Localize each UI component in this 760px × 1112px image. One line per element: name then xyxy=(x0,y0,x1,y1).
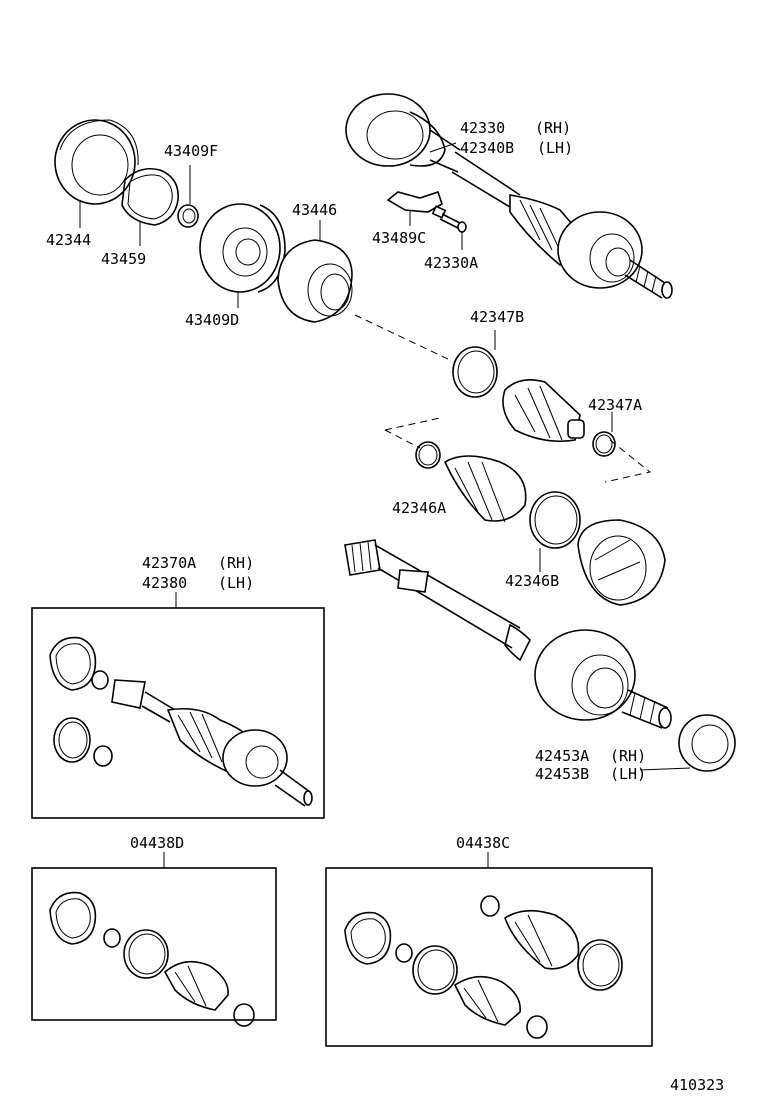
label-42380: 42380 xyxy=(142,574,187,592)
part-42346b-clamp xyxy=(529,491,581,572)
part-42347b-clamp xyxy=(452,330,498,398)
label-04438c: 04438C xyxy=(456,834,510,852)
part-42330a-bolt xyxy=(431,205,467,250)
part-43459-gasket xyxy=(121,167,179,246)
part-42453-seal xyxy=(639,714,736,772)
box-04438c xyxy=(325,852,653,1047)
part-43409f-snap-ring xyxy=(177,165,199,228)
part-42346a-clamp xyxy=(415,441,441,469)
label-42453b: 42453B xyxy=(535,765,589,783)
inner-boot xyxy=(443,455,527,523)
label-43489c: 43489C xyxy=(372,229,426,247)
label-04438d: 04438D xyxy=(130,834,184,852)
main-shaft-assembly xyxy=(344,539,672,729)
drive-shaft-assembly-top xyxy=(345,93,673,299)
label-42330a: 42330A xyxy=(424,254,478,272)
part-43409d-flange xyxy=(199,203,286,308)
outer-boot-lower xyxy=(577,519,666,606)
label-43409f: 43409F xyxy=(164,142,218,160)
box-04438d xyxy=(31,852,277,1027)
label-42330-side: (RH) xyxy=(535,119,571,137)
part-42344-cover xyxy=(54,119,139,228)
label-42346a: 42346A xyxy=(392,499,446,517)
label-42330: 42330 xyxy=(460,119,505,137)
label-43446: 43446 xyxy=(292,201,337,219)
label-42453a: 42453A xyxy=(535,747,589,765)
label-43409d: 43409D xyxy=(185,311,239,329)
label-42453a-side: (RH) xyxy=(610,747,646,765)
label-42370a-side: (RH) xyxy=(218,554,254,572)
label-42347a: 42347A xyxy=(588,396,642,414)
alignment-line-upper xyxy=(354,314,451,361)
label-42453b-side: (LH) xyxy=(610,765,646,783)
alignment-frame xyxy=(384,417,652,483)
label-43459: 43459 xyxy=(101,250,146,268)
footer-diagram-code: 410323 xyxy=(670,1076,724,1094)
label-42380-side: (LH) xyxy=(218,574,254,592)
label-42347b: 42347B xyxy=(470,308,524,326)
label-42340b: 42340B xyxy=(460,139,514,157)
part-42347a-clamp xyxy=(592,412,616,457)
label-42370a: 42370A xyxy=(142,554,196,572)
label-42340b-side: (LH) xyxy=(537,139,573,157)
label-42344: 42344 xyxy=(46,231,91,249)
outer-boot-upper xyxy=(502,379,585,443)
part-43489c-lock-plate xyxy=(386,190,443,226)
label-42346b: 42346B xyxy=(505,572,559,590)
box-42370a-42380 xyxy=(31,592,325,819)
part-43446-hub xyxy=(277,220,353,323)
